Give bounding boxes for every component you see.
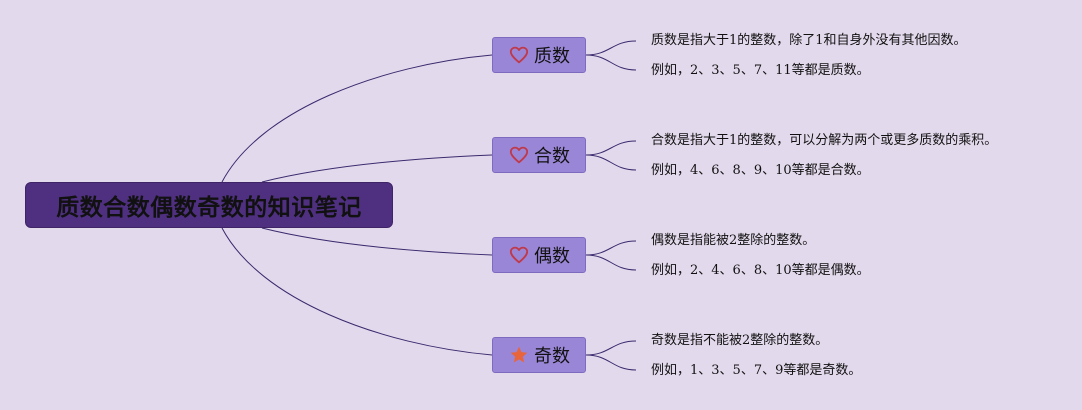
branch-odd[interactable]: 奇数	[492, 337, 586, 373]
connector-prime-detail-2	[585, 54, 637, 71]
heart-icon	[508, 44, 530, 66]
connector-composite-detail-1	[585, 140, 637, 156]
branch-composite[interactable]: 合数	[492, 137, 586, 173]
connector-composite-detail-2	[585, 154, 637, 171]
prime-definition: 质数是指大于1的整数，除了1和自身外没有其他因数。	[651, 33, 967, 48]
connector-root-composite	[261, 154, 493, 183]
branch-prime-label: 质数	[534, 46, 570, 67]
branch-odd-label: 奇数	[534, 346, 570, 367]
branch-even[interactable]: 偶数	[492, 237, 586, 273]
connector-root-prime	[221, 54, 493, 183]
branch-even-label: 偶数	[534, 246, 570, 267]
even-definition: 偶数是指能被2整除的整数。	[651, 233, 816, 248]
connector-root-even	[261, 227, 493, 256]
connector-root-odd	[221, 227, 493, 356]
connector-prime-detail-1	[585, 40, 637, 56]
composite-examples: 例如，4、6、8、9、10等都是合数。	[651, 163, 870, 178]
root-topic-label: 质数合数偶数奇数的知识笔记	[56, 195, 362, 221]
branch-composite-label: 合数	[534, 146, 570, 167]
connector-even-detail-1	[585, 240, 637, 256]
heart-icon	[508, 144, 530, 166]
odd-definition: 奇数是指不能被2整除的整数。	[651, 333, 829, 348]
star-icon	[508, 344, 530, 366]
branch-prime[interactable]: 质数	[492, 37, 586, 73]
composite-definition: 合数是指大于1的整数，可以分解为两个或更多质数的乘积。	[651, 133, 998, 148]
heart-icon	[508, 244, 530, 266]
root-topic[interactable]: 质数合数偶数奇数的知识笔记	[25, 182, 393, 228]
prime-examples: 例如，2、3、5、7、11等都是质数。	[651, 63, 870, 78]
connector-odd-detail-1	[585, 340, 637, 356]
even-examples: 例如，2、4、6、8、10等都是偶数。	[651, 263, 870, 278]
connector-odd-detail-2	[585, 354, 637, 371]
connector-even-detail-2	[585, 254, 637, 271]
odd-examples: 例如，1、3、5、7、9等都是奇数。	[651, 363, 862, 378]
